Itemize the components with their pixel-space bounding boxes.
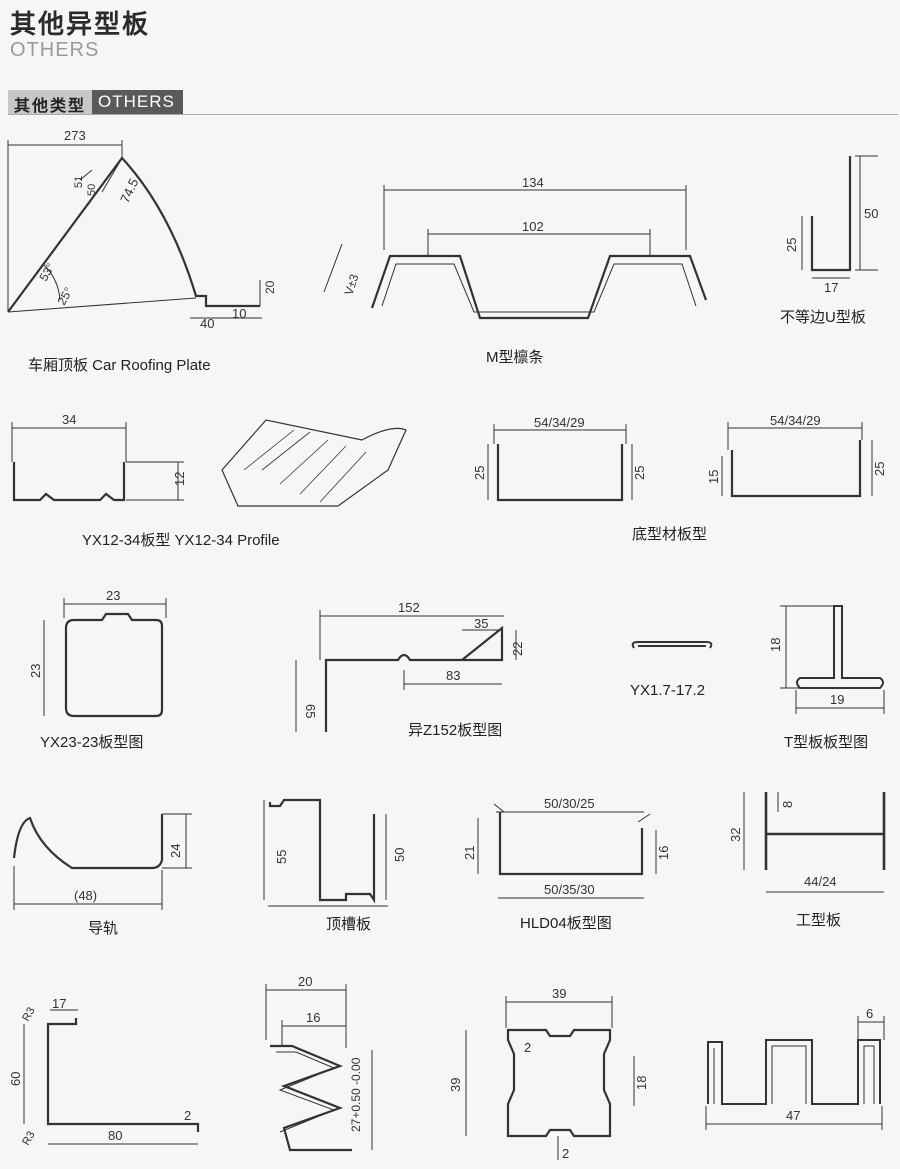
rail-dim-24: 24: [168, 844, 183, 858]
t-dim-19: 19: [830, 692, 844, 707]
rail-drawing: 24 (48): [12, 813, 192, 910]
yx17-drawing: [631, 641, 713, 649]
u-dim-50: 50: [864, 206, 878, 221]
car-dim-273: 273: [64, 128, 86, 143]
bottom2-dim-left: 15: [706, 470, 721, 484]
z-dim-152: 152: [398, 600, 420, 615]
z152-drawing: 152 35 22 83 65: [295, 600, 525, 732]
l-profile-drawing: 17 R3 60 R3 80 2: [8, 996, 200, 1148]
z-dim-35: 35: [474, 616, 488, 631]
car-dim-40: 40: [200, 316, 214, 331]
hld-dim-16: 16: [656, 846, 671, 860]
page-title: 其他异型板: [10, 9, 151, 39]
caption-rail: 导轨: [88, 920, 119, 937]
bottom1-dim-top: 54/34/29: [534, 415, 585, 430]
caption-yx17: YX1.7-17.2: [630, 682, 706, 699]
yx12-drawing: 34 12: [11, 412, 407, 507]
w-profile-drawing: 20 16 27+0.50 -0.00: [265, 974, 373, 1152]
sq-dim-2-bottom: 2: [562, 1146, 569, 1161]
bottom-profile-drawing: 54/34/29 25 25 54/34/29 15 25: [472, 413, 887, 502]
yx23-drawing: 23 23: [28, 588, 167, 718]
yx23-dim-w: 23: [106, 588, 120, 603]
hat-profile-drawing: 6 47: [705, 1006, 885, 1130]
bottom1-dim-right: 25: [632, 466, 647, 480]
bottom2-dim-top: 54/34/29: [770, 413, 821, 428]
w-dim-20: 20: [298, 974, 312, 989]
groove-dim-50: 50: [392, 848, 407, 862]
section-tag: 其他类型 OTHERS: [8, 90, 183, 115]
i-dim-8: 8: [780, 801, 795, 808]
w-dim-27: 27+0.50 -0.00: [349, 1057, 363, 1132]
square-profile-drawing: 39 2 39 18 2: [448, 986, 649, 1161]
hld04-drawing: 50/30/25 21 16 50/35/30: [462, 796, 671, 899]
t-plate-drawing: 18 19: [768, 605, 885, 714]
m-dim-v: V±3: [342, 272, 362, 297]
yx12-dim-12: 12: [172, 472, 187, 486]
section-label-en: OTHERS: [92, 90, 183, 114]
l-dim-r3-bottom: R3: [20, 1129, 37, 1147]
l-dim-2: 2: [184, 1108, 191, 1123]
m-dim-102: 102: [522, 219, 544, 234]
groove-dim-55: 55: [274, 850, 289, 864]
t-dim-18: 18: [768, 638, 783, 652]
caption-i-plate: 工型板: [796, 912, 842, 929]
car-dim-74-5: 74.5: [117, 176, 141, 205]
rail-dim-48: (48): [74, 888, 97, 903]
caption-top-groove: 顶槽板: [326, 916, 372, 933]
yx23-dim-h: 23: [28, 664, 43, 678]
caption-hld04: HLD04板型图: [520, 915, 612, 932]
car-dim-10: 10: [232, 306, 246, 321]
caption-car-roof: 车厢顶板 Car Roofing Plate: [28, 357, 211, 374]
section-divider: [8, 114, 898, 115]
l-dim-80: 80: [108, 1128, 122, 1143]
m-dim-134: 134: [522, 175, 544, 190]
caption-z152: 异Z152板型图: [408, 722, 503, 739]
section-label-zh: 其他类型: [8, 90, 93, 115]
bottom2-dim-right: 25: [872, 462, 887, 476]
caption-bottom: 底型材板型: [632, 526, 708, 543]
z-dim-22: 22: [510, 642, 525, 656]
w-dim-16: 16: [306, 1010, 320, 1025]
l-dim-r3-top: R3: [20, 1005, 37, 1023]
car-dim-50: 50: [86, 184, 98, 196]
i-plate-drawing: 8 32 44/24: [728, 792, 886, 893]
car-roof-drawing: 273 51 50 74.5 53° 25° 20 40 10: [7, 128, 277, 331]
hat-dim-6: 6: [866, 1006, 873, 1021]
i-dim-32: 32: [728, 828, 743, 842]
bottom1-dim-left: 25: [472, 466, 487, 480]
u-dim-25: 25: [784, 238, 799, 252]
sq-dim-top: 39: [552, 986, 566, 1001]
caption-u-plate: 不等边U型板: [780, 309, 866, 326]
caption-t-plate: T型板板型图: [784, 734, 869, 751]
car-dim-20: 20: [263, 280, 277, 294]
hat-dim-47: 47: [786, 1108, 800, 1123]
yx12-dim-34: 34: [62, 412, 76, 427]
sq-dim-39-left: 39: [448, 1078, 463, 1092]
z-dim-83: 83: [446, 668, 460, 683]
caption-m-purlin: M型檩条: [486, 349, 544, 366]
hld-dim-top: 50/30/25: [544, 796, 595, 811]
l-dim-17: 17: [52, 996, 66, 1011]
hld-dim-bottom: 50/35/30: [544, 882, 595, 897]
u-plate-drawing: 50 25 17: [784, 155, 878, 295]
hld-dim-21: 21: [462, 846, 477, 860]
sq-dim-18: 18: [634, 1076, 649, 1090]
car-dim-51: 51: [73, 176, 85, 188]
caption-yx12: YX12-34板型 YX12-34 Profile: [82, 532, 280, 549]
z-dim-65: 65: [303, 704, 318, 718]
caption-yx23: YX23-23板型图: [40, 734, 144, 751]
top-groove-drawing: 55 50: [263, 798, 407, 907]
m-purlin-drawing: 134 102 V±3: [323, 175, 708, 320]
u-dim-17: 17: [824, 280, 838, 295]
i-dim-44-24: 44/24: [804, 874, 837, 889]
l-dim-60: 60: [8, 1072, 23, 1086]
sq-dim-2-left: 2: [524, 1040, 531, 1055]
page-subtitle: OTHERS: [10, 39, 100, 61]
